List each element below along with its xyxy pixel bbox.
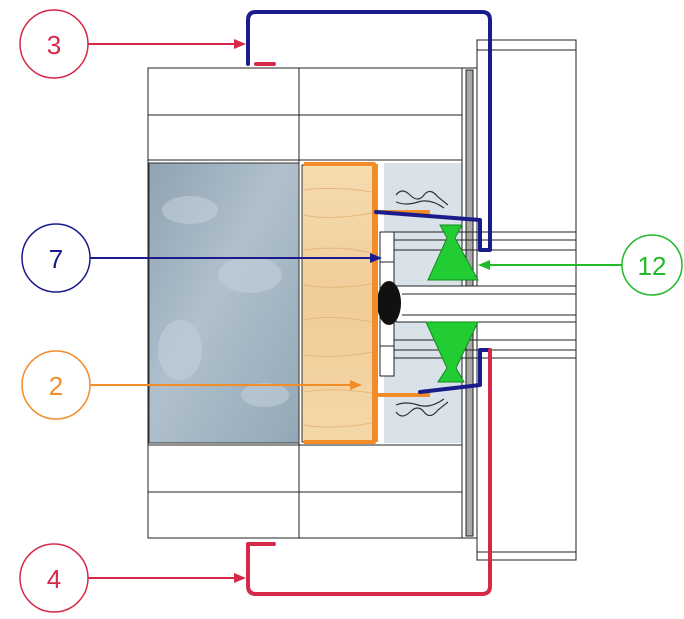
callout-3: 3 [19,9,89,79]
sealing-bead [377,281,401,325]
callout-2: 2 [21,350,91,420]
arrow-heads [234,39,490,583]
callout-2-label: 2 [49,371,63,401]
callout-12-label: 12 [638,251,667,281]
callout-4-label: 4 [47,564,61,594]
leader-arrows [88,43,628,579]
red-profile [246,62,492,596]
blue-profile [246,10,492,394]
callout-3-label: 3 [47,30,61,60]
callout-4: 4 [19,543,89,613]
callout-7: 7 [21,223,91,293]
wood-grain [303,187,373,428]
glass-pane [395,285,577,323]
callout-12: 12 [621,234,683,296]
wood-block [301,164,375,443]
clip-springs [395,190,449,417]
callout-7-label: 7 [49,244,63,274]
green-gaskets [425,224,479,383]
concrete-texture [158,196,289,407]
